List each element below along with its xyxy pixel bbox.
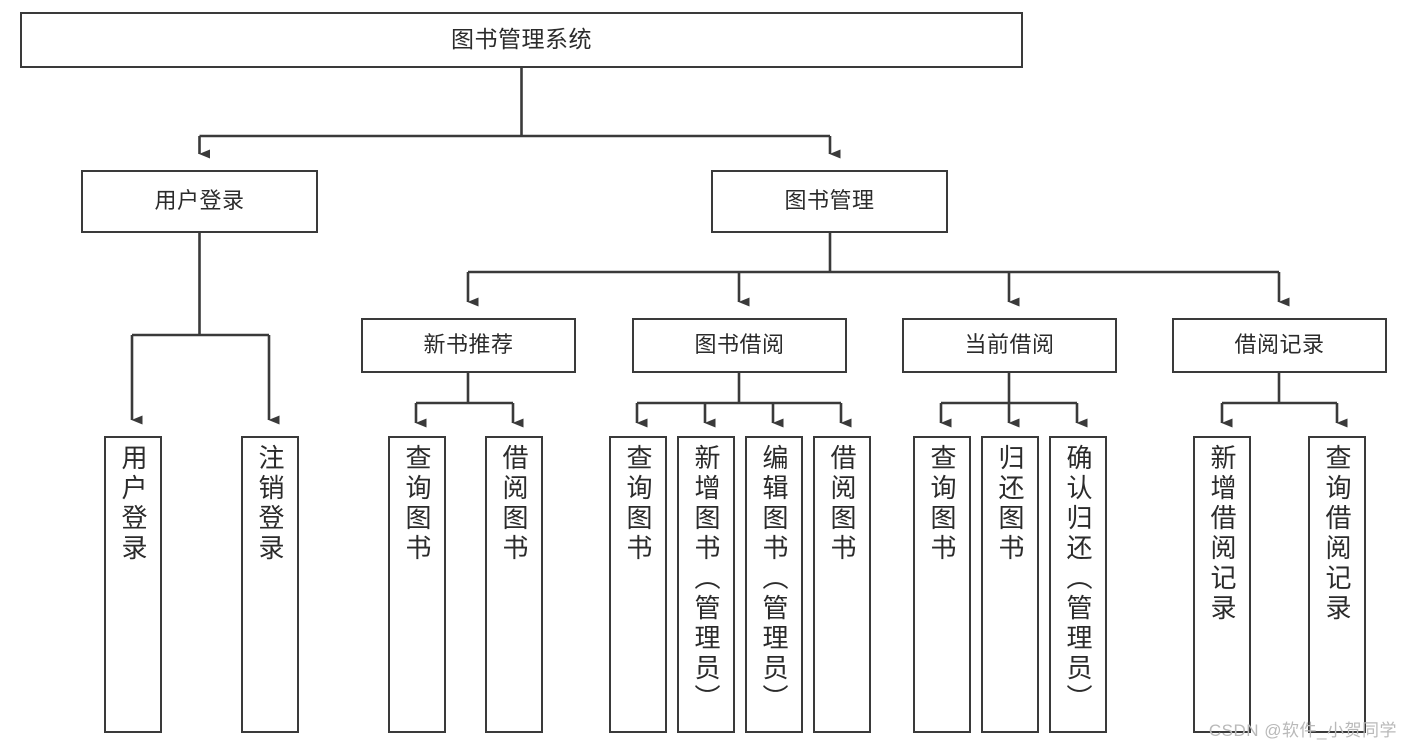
node-label: 借阅记录 xyxy=(1234,332,1325,358)
leaf-query-borrow-record[interactable]: 查询借阅记录 xyxy=(1308,436,1366,733)
node-label: 图书管理系统 xyxy=(451,26,592,53)
node-label: 编辑图书（管理员） xyxy=(759,444,789,714)
node-label: 图书管理 xyxy=(784,188,875,214)
node-label: 查询借阅记录 xyxy=(1322,444,1352,624)
leaf-query-book-borrow[interactable]: 查询图书 xyxy=(609,436,667,733)
csdn-watermark: CSDN @软件_小贺同学 xyxy=(1208,721,1397,740)
node-label: 查询图书 xyxy=(623,444,653,564)
leaf-query-book-new-rec[interactable]: 查询图书 xyxy=(388,436,446,733)
node-label: 借阅图书 xyxy=(499,444,529,564)
node-label: 新增图书（管理员） xyxy=(691,444,721,714)
leaf-borrow-book-new-rec[interactable]: 借阅图书 xyxy=(485,436,543,733)
leaf-confirm-return-admin[interactable]: 确认归还（管理员） xyxy=(1049,436,1107,733)
node-current-borrow[interactable]: 当前借阅 xyxy=(902,318,1117,373)
leaf-add-book-admin[interactable]: 新增图书（管理员） xyxy=(677,436,735,733)
node-new-book-recommendation[interactable]: 新书推荐 xyxy=(361,318,576,373)
node-label: 用户登录 xyxy=(154,188,245,214)
node-label: 新书推荐 xyxy=(423,332,514,358)
leaf-query-book-current[interactable]: 查询图书 xyxy=(913,436,971,733)
node-book-borrow[interactable]: 图书借阅 xyxy=(632,318,847,373)
node-label: 借阅图书 xyxy=(827,444,857,564)
node-label: 用户登录 xyxy=(118,444,148,564)
leaf-add-borrow-record[interactable]: 新增借阅记录 xyxy=(1193,436,1251,733)
leaf-borrow-book[interactable]: 借阅图书 xyxy=(813,436,871,733)
leaf-user-login[interactable]: 用户登录 xyxy=(104,436,162,733)
leaf-logout-login[interactable]: 注销登录 xyxy=(241,436,299,733)
node-label: 查询图书 xyxy=(402,444,432,564)
node-label: 图书借阅 xyxy=(694,332,785,358)
leaf-return-book[interactable]: 归还图书 xyxy=(981,436,1039,733)
node-label: 新增借阅记录 xyxy=(1207,444,1237,624)
node-root-book-management-system[interactable]: 图书管理系统 xyxy=(20,12,1023,68)
node-book-management[interactable]: 图书管理 xyxy=(711,170,948,233)
leaf-edit-book-admin[interactable]: 编辑图书（管理员） xyxy=(745,436,803,733)
node-label: 确认归还（管理员） xyxy=(1063,444,1093,714)
node-user-login[interactable]: 用户登录 xyxy=(81,170,318,233)
node-borrow-record[interactable]: 借阅记录 xyxy=(1172,318,1387,373)
node-label: 当前借阅 xyxy=(964,332,1055,358)
node-label: 归还图书 xyxy=(995,444,1025,564)
node-label: 注销登录 xyxy=(255,444,285,564)
node-label: 查询图书 xyxy=(927,444,957,564)
